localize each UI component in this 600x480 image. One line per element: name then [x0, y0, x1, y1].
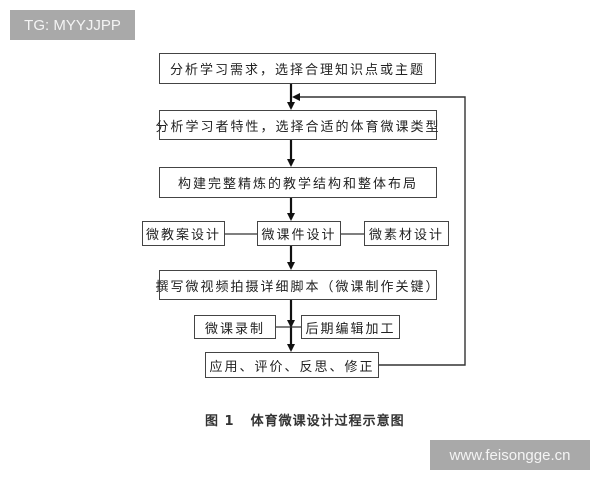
step-analyze-needs: 分析学习需求，选择合理知识点或主题	[159, 53, 436, 84]
step-build-structure: 构建完整精炼的教学结构和整体布局	[159, 167, 437, 198]
branch-lesson-plan-design: 微教案设计	[142, 221, 225, 246]
figure-title: 体育微课设计过程示意图	[250, 414, 405, 429]
figure-number: 图 1	[205, 414, 235, 429]
watermark-bottom-right: www.feisongge.cn	[430, 440, 590, 470]
step-courseware-design: 微课件设计	[257, 221, 341, 246]
watermark-top-left: TG: MYYJJPP	[10, 10, 135, 40]
step-analyze-learners: 分析学习者特性，选择合适的体育微课类型	[156, 110, 439, 140]
figure-caption: 图 1 体育微课设计过程示意图	[205, 410, 405, 429]
step-apply-evaluate: 应用、评价、反思、修正	[205, 352, 379, 378]
branch-recording: 微课录制	[194, 315, 276, 339]
branch-material-design: 微素材设计	[364, 221, 449, 246]
step-write-script: 撰写微视频拍摄详细脚本（微课制作关键）	[156, 270, 439, 300]
branch-post-editing: 后期编辑加工	[301, 315, 400, 339]
